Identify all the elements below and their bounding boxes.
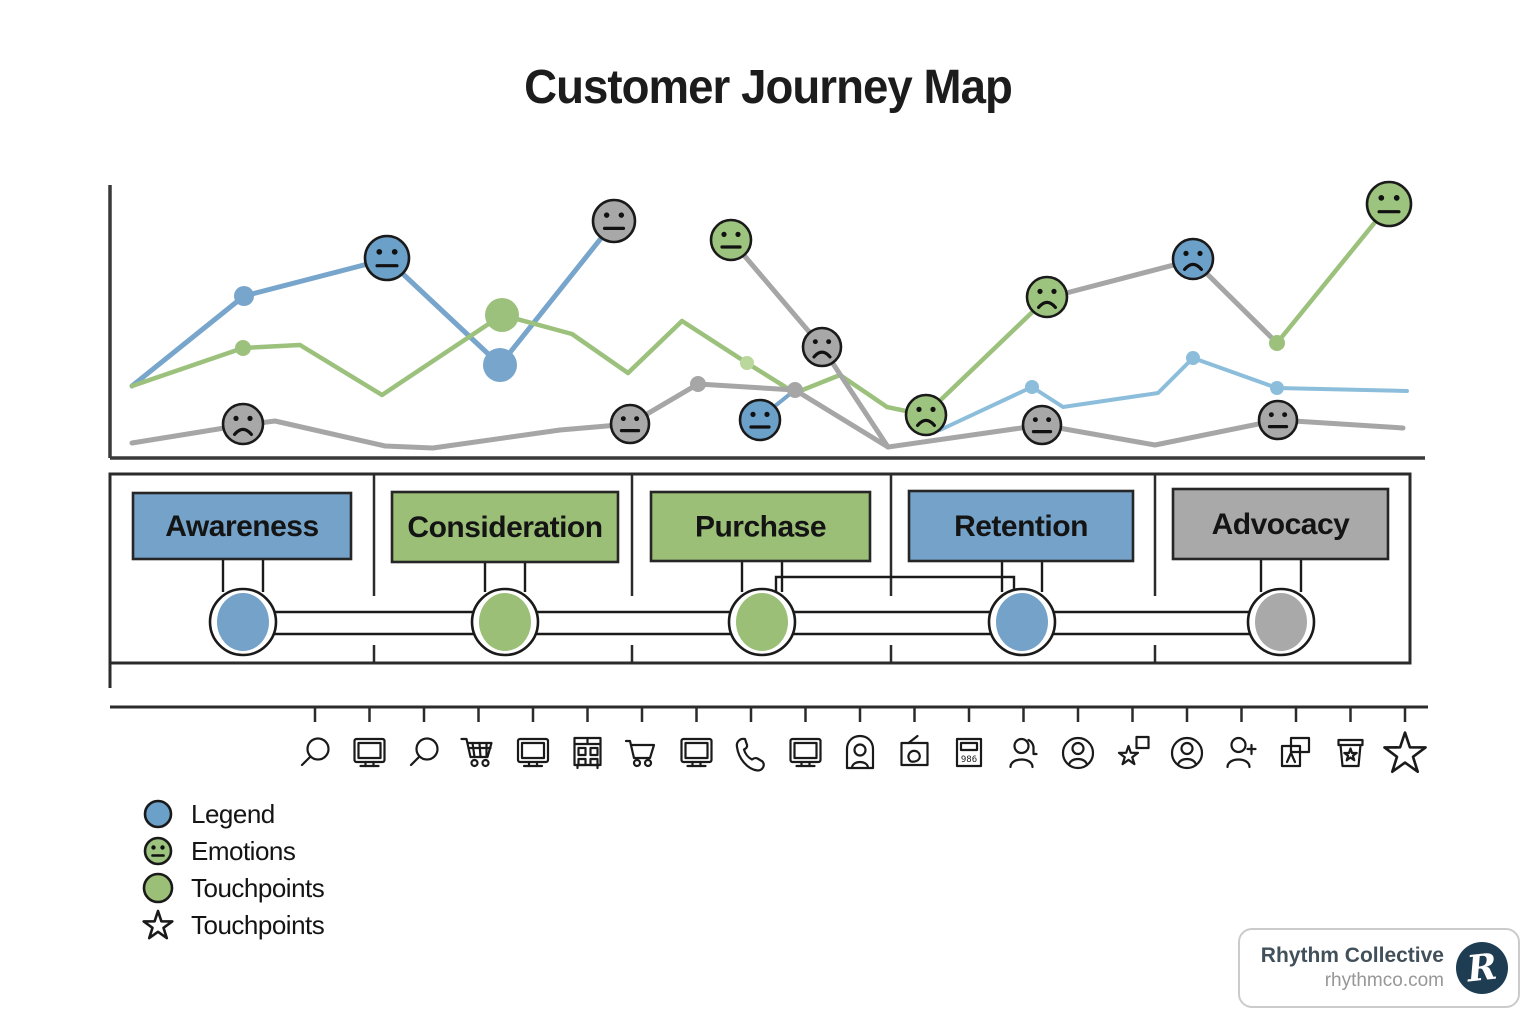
brand-url: rhythmco.com <box>1324 970 1444 992</box>
legend-label: Touchpoints <box>191 872 325 903</box>
svg-text:986: 986 <box>961 755 977 765</box>
emotion-face-neutral <box>1021 404 1063 446</box>
touchpoint-icon-upload-box <box>1280 736 1311 768</box>
legend-item: Legend <box>140 799 324 829</box>
touchpoint-icon-search <box>300 737 330 767</box>
touchpoint-icon-user-circle <box>1170 736 1204 770</box>
brand-text: Rhythm Collective rhythmco.com <box>1261 943 1444 993</box>
legend-item: Touchpoints <box>140 909 325 940</box>
touchpoint-icon-user-headset <box>1009 737 1038 769</box>
stage-band-frame <box>108 472 1412 665</box>
emotion-face-sad <box>801 326 843 368</box>
emotion-face-neutral <box>609 403 651 445</box>
emotion-face-neutral <box>591 198 637 244</box>
brand-logo-letter: R <box>1464 945 1500 991</box>
legend-marker-circle-blue <box>143 799 173 829</box>
emotion-face-sad <box>1025 275 1069 319</box>
emotion-face-neutral <box>1257 399 1299 441</box>
marker-dot <box>787 382 803 398</box>
legend-marker-star-outline <box>142 909 174 940</box>
emotion-face-sad <box>1171 237 1215 281</box>
touchpoint-icon-user-add <box>1226 736 1257 769</box>
brand-badge: Rhythm Collective rhythmco.com R <box>1238 928 1520 1008</box>
timeline-node-consideration <box>479 593 531 651</box>
legend-item: Touchpoints <box>140 872 325 904</box>
stage-box-consideration <box>390 490 620 564</box>
stage-box-purchase <box>649 490 872 563</box>
marker-dot <box>1025 380 1039 394</box>
marker-dot <box>690 376 706 392</box>
touchpoint-icon-star <box>1383 731 1427 774</box>
touchpoint-icon-cart <box>624 739 656 768</box>
emotion-face-neutral <box>363 234 411 282</box>
touchpoint-icon-search <box>409 737 439 767</box>
emotion-face-sad <box>904 393 948 437</box>
brand-name: Rhythm Collective <box>1260 944 1444 967</box>
legend-label: Legend <box>191 798 275 829</box>
line-touchpoints-green <box>129 295 1050 418</box>
brand-logo-icon: R <box>1456 942 1508 994</box>
timeline-node-retention <box>996 593 1048 651</box>
legend-label: Emotions <box>191 835 296 866</box>
marker-dot <box>1186 351 1200 365</box>
touchpoint-icon-monitor <box>516 737 550 768</box>
legend-marker-circle-green <box>142 872 174 904</box>
emotion-face-neutral <box>738 398 782 442</box>
marker-dot <box>483 348 517 382</box>
stage-label-awareness: Awareness <box>165 510 318 543</box>
stage-label-purchase: Purchase <box>695 511 826 544</box>
timeline-node-awareness <box>217 593 269 651</box>
timeline-detour <box>774 575 1016 596</box>
stage-label-retention: Retention <box>954 510 1088 543</box>
touchpoint-icon-archive-star <box>1337 738 1364 768</box>
emotion-face-sad <box>221 402 265 446</box>
touchpoint-icon-cart-full <box>460 737 493 768</box>
stage-box-advocacy <box>1171 487 1390 561</box>
emotion-face-neutral <box>709 218 753 262</box>
timeline-node-advocacy <box>1255 593 1307 651</box>
stage-box-awareness <box>131 491 353 561</box>
touchpoint-icon-monitor <box>353 737 386 768</box>
line-sentiment-light-blue <box>938 356 1409 432</box>
marker-dot <box>234 286 254 306</box>
line-emotions-gray-lower <box>129 381 1406 451</box>
touchpoint-icon-photo <box>900 734 929 767</box>
touchpoint-icon-contact-card <box>845 734 875 770</box>
line-emotions-gray-right <box>1044 257 1280 346</box>
marker-dot <box>485 298 519 332</box>
legend-item: Emotions <box>140 836 324 866</box>
line-touchpoints-green-right <box>1274 202 1392 346</box>
legend-marker-face-green <box>143 836 173 866</box>
marker-dot <box>235 340 251 356</box>
touchpoint-icon-star-note <box>1117 735 1150 766</box>
touchpoint-icon-monitor <box>680 737 713 768</box>
stage-label-advocacy: Advocacy <box>1212 508 1351 541</box>
touchpoint-icon-monitor <box>789 737 822 768</box>
timeline-node-purchase <box>736 593 788 651</box>
marker-dot <box>1269 335 1285 351</box>
touchpoint-icon-phone <box>735 737 765 772</box>
marker-dot <box>740 356 754 370</box>
touchpoint-icon-calculator: 986 <box>955 737 983 768</box>
touchpoint-icon-user-circle <box>1061 736 1095 770</box>
marker-dot <box>1270 381 1284 395</box>
page-title: Customer Journey Map <box>524 61 1013 114</box>
emotion-face-neutral <box>1365 180 1413 228</box>
stage-label-consideration: Consideration <box>407 511 602 544</box>
legend-label: Touchpoints <box>191 909 325 940</box>
stage-box-retention <box>907 489 1135 563</box>
touchpoint-icon-store <box>573 736 602 770</box>
